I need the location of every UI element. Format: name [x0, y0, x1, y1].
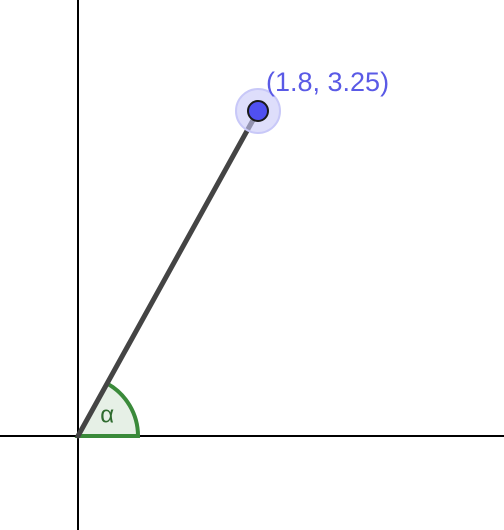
- point-a-label: (1.8, 3.25): [266, 67, 389, 97]
- point-a[interactable]: [247, 100, 269, 122]
- segment-origin-to-point[interactable]: [75, 108, 261, 439]
- angle-alpha-label: α: [100, 402, 114, 429]
